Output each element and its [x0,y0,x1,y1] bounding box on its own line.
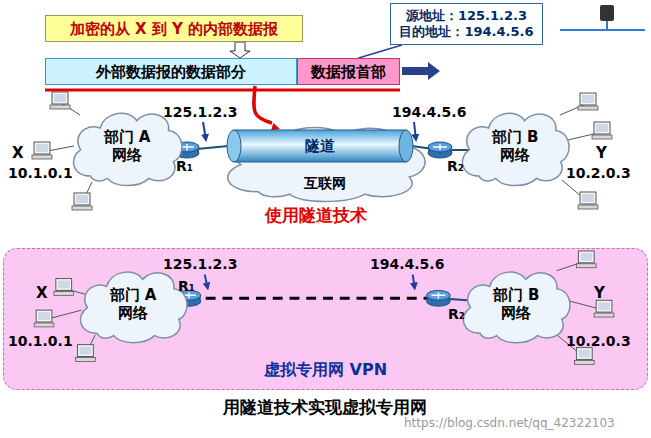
header-box: 数据报首部 [297,58,400,85]
router-label: R₁ [176,158,193,174]
node-text: 目的地址：194.4.5.6 [399,24,533,40]
host-label: X [36,285,48,302]
network-cloud: 部门 B 网络 [455,104,575,188]
computer-icon [578,93,598,110]
computer-icon [594,300,614,317]
node-text: 部门 A 网络 [95,128,159,164]
vpn-region: 虚拟专用网 VPN 部门 A 网络 部门 B 网络 [3,248,648,390]
virtual-link [189,297,438,300]
ip-pointer [205,275,208,289]
tunnel-cylinder: 隧道 [226,129,414,163]
computer-icon [576,251,596,268]
computer-icon [72,193,92,210]
inner-datagram-box: 加密的从 X 到 Y 的内部数据报 [45,15,303,42]
address-label: 10.1.0.1 [8,333,73,349]
title-label: 使用隧道技术 [265,206,367,226]
node-text: 数据报首部 [311,63,386,81]
host-label: X [12,145,24,162]
computer-icon [34,310,54,327]
router-label: R₁ [178,278,195,294]
caption: 用隧道技术实现虚拟专用网 [223,398,427,418]
node-text: 互联网 [304,175,346,192]
connector [230,42,250,58]
node-text: 部门 B 网络 [484,286,548,322]
computer-icon [592,122,612,139]
node-text: 虚拟专用网 VPN [264,360,387,379]
ip-pointer [414,122,416,140]
computer-icon [54,279,74,296]
ip-pointer [413,275,415,289]
node-text: 外部数据报的数据部分 [96,63,246,81]
ip-label: 125.1.2.3 [163,256,237,272]
ip-label: 125.1.2.3 [163,104,237,120]
red-underline [45,89,400,92]
address-label: 10.1.0.1 [8,165,73,181]
connector [359,45,403,58]
host-label: Y [594,285,605,302]
ip-label: 194.4.5.6 [392,104,466,120]
node-text: 源地址：125.1.2.3 [406,8,527,24]
links [174,298,468,300]
computer-icon [574,348,594,365]
data-part-box: 外部数据报的数据部分 [45,58,297,85]
node-text: 部门 B 网络 [483,128,547,164]
connector [254,86,280,131]
watermark: https://blog.csdn.net/qq_42322103 [404,417,615,431]
address-label: 10.2.0.3 [566,333,631,349]
address-box: 源地址：125.1.2.3目的地址：194.4.5.6 [390,3,543,45]
computer-icon [32,142,52,159]
computer-icon [578,192,598,209]
router-label: R₂ [447,158,464,174]
router-symbol [427,290,451,306]
router-label: R₂ [448,306,465,322]
network-cloud: 部门 A 网络 [73,263,193,345]
computer-icon [50,92,70,109]
node-text: 加密的从 X 到 Y 的内部数据报 [70,20,278,38]
ip-label: 194.4.5.6 [370,256,444,272]
computer-icon [76,345,96,362]
network-icon [560,5,645,30]
host-label: Y [596,145,607,162]
router-symbol [428,142,452,158]
address-label: 10.2.0.3 [566,165,631,181]
node-text: 部门 A 网络 [101,286,165,322]
ip-pointer [203,122,206,140]
network-cloud: 部门 B 网络 [456,263,576,345]
direction-arrow [402,62,440,80]
node-text: 隧道 [305,137,335,155]
